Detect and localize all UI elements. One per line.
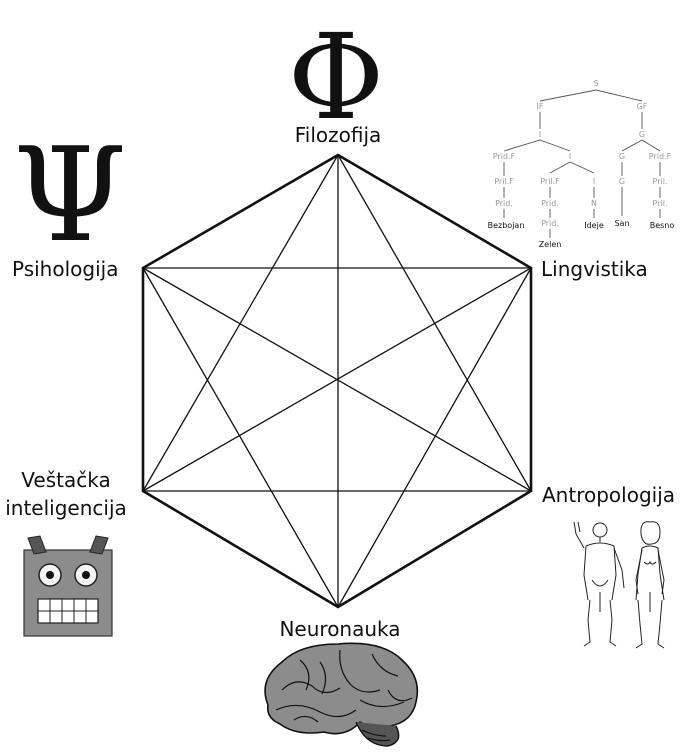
label-ai-line1: Veštačka: [21, 468, 110, 492]
tree-node: Pril.F: [540, 177, 560, 186]
tree-leaf: Zelen: [539, 240, 562, 249]
tree-node: G: [639, 130, 645, 139]
hexagon-outline: [141, 153, 533, 609]
tree-node: G: [619, 177, 625, 186]
tree-node: S: [593, 79, 598, 88]
phi-symbol-icon: Φ: [288, 8, 385, 146]
brain-icon: [264, 642, 419, 747]
tree-node: Pril.: [653, 199, 668, 208]
tree-node: G: [619, 152, 625, 161]
hexagon: [141, 153, 533, 609]
psi-symbol-icon: Ψ: [13, 119, 127, 271]
tree-node: I: [539, 130, 541, 139]
label-neuroscience: Neuronauka: [279, 617, 400, 641]
tree-node: IF: [537, 102, 544, 111]
tree-leaf: Besno: [650, 221, 675, 230]
tree-node: GF: [637, 102, 648, 111]
tree-leaf: San: [614, 219, 629, 228]
tree-node: Prid.: [541, 199, 559, 208]
syntax-tree-icon: S IF GF I G Prid.F I G Prid.F Pril.F Pri…: [488, 79, 675, 249]
human-figures-icon: [573, 521, 665, 649]
tree-node: Prid.: [495, 199, 513, 208]
tree-node: Prid.F: [493, 152, 516, 161]
label-linguistics: Lingvistika: [541, 257, 648, 281]
label-philosophy: Filozofija: [295, 123, 382, 147]
label-ai-line2: inteligencija: [5, 496, 127, 520]
hexagon-diagonals: [142, 154, 532, 608]
tree-leaf: Ideje: [584, 221, 604, 230]
tree-node: Pril.: [653, 177, 668, 186]
tree-node: N: [591, 199, 597, 208]
tree-leaf: Bezbojan: [488, 221, 525, 230]
tree-node: Prid.F: [649, 152, 672, 161]
tree-node: I: [569, 152, 571, 161]
tree-node: Pril.F: [494, 177, 514, 186]
tree-node: I: [593, 177, 595, 186]
label-anthropology: Antropologija: [542, 483, 675, 507]
tree-node: Prid.: [541, 219, 559, 228]
label-psychology: Psihologija: [12, 257, 118, 281]
robot-icon: [23, 535, 113, 637]
